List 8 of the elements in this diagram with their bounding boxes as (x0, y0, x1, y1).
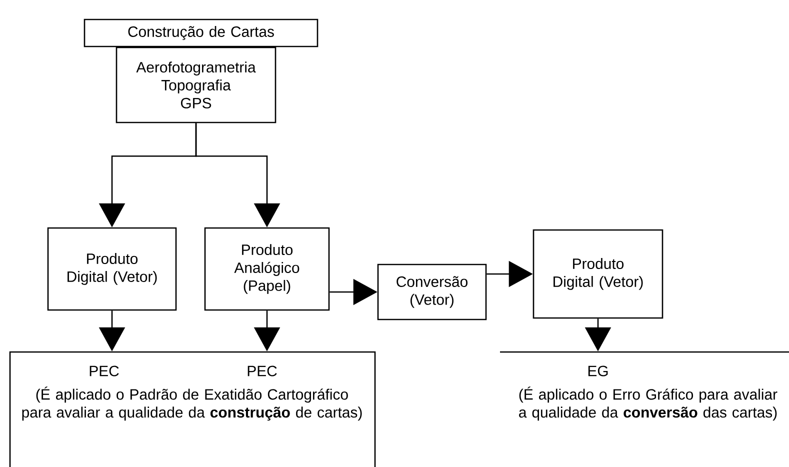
process-box: Aerofotogrametria Topografia GPS (116, 46, 276, 124)
process-box: Produto Digital (Vetor) (47, 227, 177, 311)
process-box: Produto Analógico (Papel) (204, 227, 330, 311)
process-box: Produto Digital (Vetor) (532, 229, 664, 319)
process-box: Conversão (Vetor) (377, 264, 487, 320)
process-box: Construção de Cartas (84, 18, 318, 48)
text-box: EG (É aplicado o Erro Gráfico para avaliar a qualidade da conversão das cartas) (500, 351, 789, 421)
text-box: PEC PEC (É aplicado o Padrão de Exatidão Cartográfico para avaliar a qualidade da construção de cartas) (9, 351, 376, 467)
